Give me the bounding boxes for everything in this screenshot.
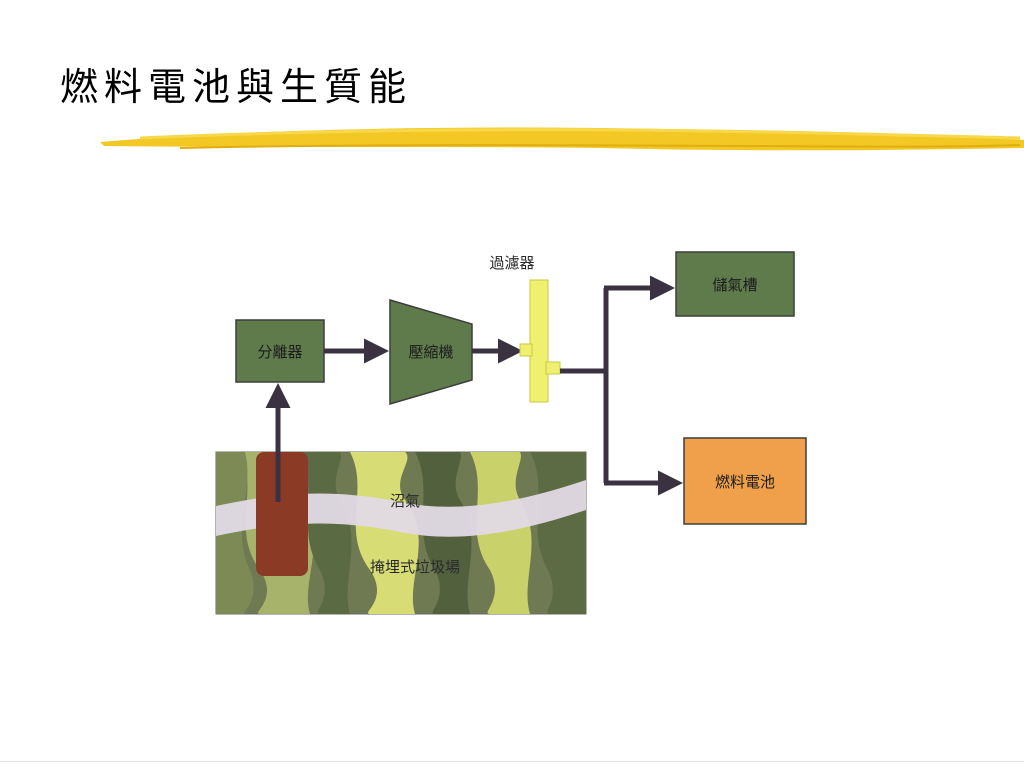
filter: 過濾器 bbox=[489, 254, 561, 403]
decorative-brush-stroke bbox=[100, 127, 1024, 151]
landfill-gas-diagram: 沼氣 掩埋式垃圾場 分離器 壓縮機 過濾器 儲氣槽 燃料電池 bbox=[215, 251, 807, 615]
extraction-well bbox=[256, 452, 308, 576]
storage-tank-label: 儲氣槽 bbox=[712, 276, 757, 294]
separator-label: 分離器 bbox=[257, 343, 302, 361]
compressor-label: 壓縮機 bbox=[408, 343, 453, 361]
compressor: 壓縮機 bbox=[389, 298, 473, 406]
fuel-cell-box: 燃料電池 bbox=[683, 437, 807, 525]
biogas-label: 沼氣 bbox=[390, 492, 420, 510]
fuel-cell-label: 燃料電池 bbox=[715, 473, 775, 491]
storage-tank-box: 儲氣槽 bbox=[675, 251, 795, 317]
slide-title: 燃料電池與生質能 bbox=[60, 65, 413, 109]
filter-label: 過濾器 bbox=[489, 254, 534, 272]
landfill-label: 掩埋式垃圾場 bbox=[370, 558, 460, 576]
separator-box: 分離器 bbox=[235, 319, 325, 383]
footer-divider bbox=[0, 761, 1024, 762]
